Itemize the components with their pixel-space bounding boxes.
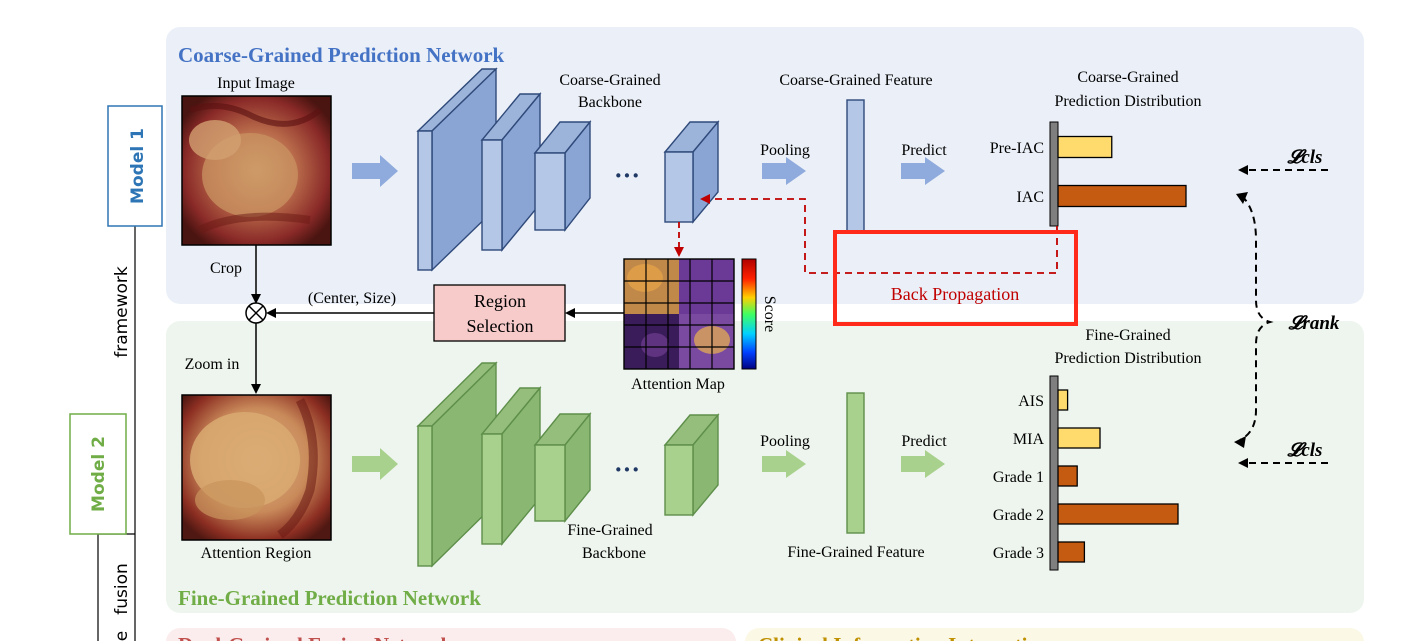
coarse-bar-1 xyxy=(1057,135,1113,159)
coarse-ellipsis: ··· xyxy=(614,161,640,190)
fine-bar-1 xyxy=(1057,389,1069,411)
input-image-label: Input Image xyxy=(217,75,295,92)
coarse-bar-2 xyxy=(1057,184,1187,208)
fine-bar-2 xyxy=(1057,427,1101,449)
highlight-box xyxy=(833,230,1078,326)
fine-title: Fine-Grained Prediction Network xyxy=(178,586,481,610)
model1-label: Model 1 xyxy=(128,128,148,204)
fine-bar-label-5: Grade 3 xyxy=(993,545,1044,562)
coarse-pooling-arrow xyxy=(762,157,806,185)
fine-dist-axis xyxy=(1049,375,1059,571)
fine-bars: AIS MIA Grade 1 Grade 2 Grade 3 xyxy=(993,389,1179,563)
fine-feature-label: Fine-Grained Feature xyxy=(787,544,924,561)
fine-block-4 xyxy=(663,413,720,517)
coarse-bar-label-2: IAC xyxy=(1016,189,1044,206)
combine-operator xyxy=(245,302,267,324)
fusion-panel xyxy=(166,628,736,641)
fine-block-1 xyxy=(416,361,498,568)
fine-feature-vector xyxy=(846,392,865,534)
coarse-dist-label-2: Prediction Distribution xyxy=(1054,93,1201,110)
fine-arrow-1 xyxy=(352,448,398,480)
fine-bar-5 xyxy=(1057,541,1086,563)
coarse-predict-arrow xyxy=(901,157,945,185)
coarse-dist-axis xyxy=(1049,121,1059,227)
fine-bar-4 xyxy=(1057,503,1179,525)
fine-backbone-label-2: Backbone xyxy=(582,545,646,562)
fusion-panel-title: Dual-Grained Fusion Network xyxy=(178,633,453,641)
fine-predict-label: Predict xyxy=(901,433,947,450)
attention-region-image xyxy=(181,394,332,541)
coarse-block-3 xyxy=(533,120,592,233)
fine-bar-label-2: MIA xyxy=(1013,431,1045,448)
coarse-arrow-1 xyxy=(352,155,398,187)
center-size-label: (Center, Size) xyxy=(308,290,396,307)
back-propagation-label: Back Propagation xyxy=(891,284,1019,304)
model2-box xyxy=(69,413,127,535)
model2-label: Model 2 xyxy=(89,436,109,512)
fine-predict-arrow xyxy=(901,450,945,478)
fine-dist-label-1: Fine-Grained xyxy=(1085,327,1170,344)
rank-arrow-top xyxy=(1236,192,1248,204)
region-selection-line-1: Region xyxy=(474,291,526,311)
fine-bar-label-4: Grade 2 xyxy=(993,507,1044,524)
clinical-panel xyxy=(745,628,1364,641)
fine-cls-loss: 𝓛cls xyxy=(1287,440,1323,461)
coarse-predict-label: Predict xyxy=(901,142,947,159)
coarse-block-4 xyxy=(663,120,720,224)
attention-map xyxy=(623,258,735,370)
zoom-in-label: Zoom in xyxy=(185,356,240,373)
rank-bracket xyxy=(1239,195,1274,441)
fine-bar-3 xyxy=(1057,465,1078,487)
coarse-bar-label-1: Pre-IAC xyxy=(990,140,1044,157)
coarse-pooling-label: Pooling xyxy=(760,142,810,159)
coarse-cls-loss: 𝓛cls xyxy=(1287,147,1323,168)
cut-letter: e xyxy=(112,631,132,641)
coarse-backbone-label-2: Backbone xyxy=(578,94,642,111)
score-label: Score xyxy=(761,296,778,332)
clinical-panel-title: Clinical Information Integration xyxy=(758,633,1050,641)
fusion-label: fusion xyxy=(112,563,132,615)
coarse-backbone-label-1: Coarse-Grained xyxy=(559,72,660,89)
fine-backbone-label-1: Fine-Grained xyxy=(567,522,652,539)
attention-region-label: Attention Region xyxy=(201,545,312,562)
framework-label: framework xyxy=(112,266,132,358)
rank-loss: 𝓛rank xyxy=(1288,313,1340,334)
attention-map-label: Attention Map xyxy=(631,376,725,393)
coarse-dist-label-1: Coarse-Grained xyxy=(1077,69,1178,86)
coarse-title: Coarse-Grained Prediction Network xyxy=(178,43,505,67)
fine-pooling-arrow xyxy=(762,450,806,478)
fine-pooling-label: Pooling xyxy=(760,433,810,450)
input-image xyxy=(181,95,332,246)
coarse-feature-vector xyxy=(846,99,865,233)
coarse-feature-label: Coarse-Grained Feature xyxy=(779,72,932,89)
rank-arrow-bottom xyxy=(1234,436,1246,448)
fine-bar-label-3: Grade 1 xyxy=(993,469,1044,486)
model1-box xyxy=(107,105,163,227)
coarse-block-1 xyxy=(416,67,498,272)
crop-label: Crop xyxy=(210,260,242,277)
fine-bar-label-1: AIS xyxy=(1018,393,1044,410)
region-selection-box xyxy=(433,284,566,342)
fine-block-3 xyxy=(533,412,592,523)
fine-dist-label-2: Prediction Distribution xyxy=(1054,350,1201,367)
score-colorbar xyxy=(741,258,757,370)
fine-ellipsis: ··· xyxy=(614,455,640,484)
region-selection-line-2: Selection xyxy=(467,316,534,336)
coarse-bars: Pre-IAC IAC xyxy=(990,135,1187,208)
